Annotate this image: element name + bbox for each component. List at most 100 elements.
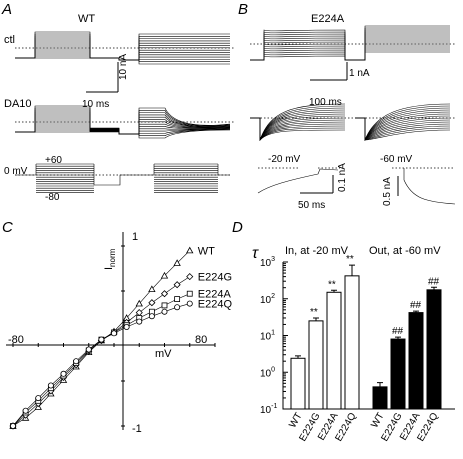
- inset-left-trace: [257, 168, 339, 194]
- protocol-outline: [15, 164, 230, 186]
- tau-error-bar: [349, 264, 355, 276]
- iv-marker: [173, 281, 181, 289]
- tau-significance: ##: [410, 300, 422, 311]
- tau-error-bar: [313, 317, 319, 321]
- iv-marker: [186, 300, 193, 307]
- tau-y-tick-label: 103: [260, 256, 275, 269]
- current-trace: [250, 105, 451, 141]
- tau-group-out: WT##E224G##E224A##E224Q: [369, 276, 442, 443]
- panel-a: A WT ctl DA10 10 nA 10 ms 0 mV +60 -80: [1, 1, 235, 203]
- panel-a-da10-traces: [15, 105, 235, 139]
- tau-y-ticks: 10-1 100 101 102 103: [260, 256, 288, 416]
- tau-error-bar: [295, 355, 301, 359]
- tau-y-tick-label: 102: [260, 293, 275, 306]
- current-trace: [15, 127, 231, 135]
- panel-a-da10-label: DA10: [4, 98, 32, 110]
- tau-y-tick-label: 100: [260, 366, 275, 379]
- inset-left-current-scale: 0.1 nA: [337, 163, 348, 192]
- panel-b: B E224A 1 nA 100 ms -20 mV -60 mV 0.1 nA…: [238, 1, 456, 211]
- inset-left-time-scale: 50 ms: [298, 200, 325, 211]
- iv-marker: [98, 336, 105, 343]
- protocol-zero-label: 0 mV: [4, 166, 28, 177]
- tau-error-bar: [395, 336, 401, 340]
- tau-significance: ##: [428, 276, 440, 287]
- tau-bar: [426, 289, 442, 410]
- iv-marker: [123, 323, 130, 330]
- tau-bar: [344, 275, 360, 410]
- panel-a-title: WT: [78, 13, 95, 25]
- panel-b-letter: B: [238, 1, 248, 18]
- iv-marker: [73, 358, 80, 365]
- iv-y-bottom-label: -1: [132, 423, 142, 435]
- tau-significance: ##: [392, 326, 404, 337]
- panel-d: D τ In, at -20 mV Out, at -60 mV 10-1100…: [232, 219, 455, 443]
- panel-b-time-scale: 100 ms: [309, 97, 342, 108]
- current-trace: [250, 49, 450, 61]
- iv-marker: [135, 299, 143, 307]
- tau-category-label: WT: [287, 411, 304, 430]
- panel-c-letter: C: [2, 219, 13, 236]
- protocol-bottom-label: -80: [45, 192, 60, 203]
- panel-a-voltage-protocol: [15, 163, 230, 193]
- iv-axis-ticks: [12, 245, 216, 427]
- inset-right-trace: [403, 168, 456, 205]
- current-trace: [250, 51, 450, 61]
- iv-marker: [111, 330, 118, 337]
- iv-marker: [186, 246, 194, 254]
- iv-series-label: WT: [198, 246, 215, 258]
- panel-b-row1-traces: [250, 25, 455, 61]
- panel-b-inset-traces: [257, 167, 456, 205]
- iv-series-label: E224Q: [198, 299, 233, 311]
- iv-marker: [35, 395, 42, 402]
- tau-error-bar: [431, 286, 437, 290]
- panel-a-ctl-traces: [15, 31, 235, 65]
- panel-d-letter: D: [232, 219, 243, 236]
- iv-marker: [173, 259, 181, 266]
- iv-marker: [85, 346, 92, 353]
- current-trace: [15, 125, 231, 135]
- iv-marker: [135, 309, 143, 317]
- iv-marker: [174, 304, 181, 311]
- tau-group-in: WT**E224G**E224A**E224Q: [287, 254, 360, 443]
- inset-left-label: -20 mV: [268, 154, 301, 165]
- iv-marker: [148, 285, 156, 292]
- tau-bar: [372, 386, 388, 410]
- iv-x-left-label: -80: [8, 334, 24, 346]
- tau-y-tick-label: 10-1: [260, 403, 277, 416]
- panel-a-current-scale: 10 nA: [118, 54, 129, 80]
- panel-b-title: E224A: [311, 13, 345, 25]
- iv-x-axis-title: mV: [155, 348, 172, 360]
- tau-y-tick-label: 101: [260, 330, 275, 343]
- group-out-label: Out, at -60 mV: [369, 245, 441, 257]
- iv-marker: [148, 299, 156, 307]
- tau-bar: [290, 357, 306, 410]
- current-trace: [15, 57, 230, 65]
- iv-series-e224q: E224Q: [9, 299, 233, 429]
- iv-marker: [47, 382, 54, 389]
- tau-bar: [326, 291, 342, 410]
- current-trace: [250, 113, 451, 142]
- protocol-top-label: +60: [45, 155, 62, 166]
- tau-category-label: WT: [369, 411, 386, 430]
- group-in-label: In, at -20 mV: [285, 245, 349, 257]
- tau-bar: [390, 338, 406, 410]
- tau-error-bar: [413, 310, 419, 313]
- tau-significance: **: [328, 279, 336, 290]
- panel-b-current-scale: 1 nA: [349, 68, 370, 79]
- iv-x-right-label: 80: [195, 334, 207, 346]
- iv-marker: [186, 290, 193, 297]
- iv-marker: [9, 422, 16, 429]
- current-trace: [250, 117, 451, 141]
- iv-marker: [174, 296, 181, 303]
- current-trace: [15, 129, 231, 139]
- inset-right-label: -60 mV: [380, 154, 413, 165]
- tau-significance: **: [346, 254, 354, 265]
- iv-marker: [22, 407, 29, 414]
- panel-b-row2-traces: [250, 103, 455, 142]
- panel-a-letter: A: [1, 1, 12, 18]
- panel-a-time-scale: 10 ms: [82, 99, 109, 110]
